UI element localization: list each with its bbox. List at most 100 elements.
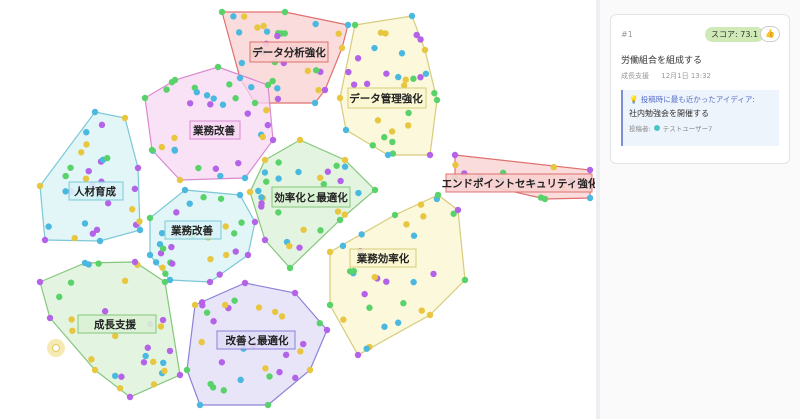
idea-dot[interactable] xyxy=(62,188,69,195)
idea-dot[interactable] xyxy=(160,359,167,367)
idea-dot[interactable] xyxy=(426,311,434,319)
idea-dot[interactable] xyxy=(62,172,69,180)
idea-dot[interactable] xyxy=(71,234,78,242)
idea-dot[interactable] xyxy=(98,121,106,129)
idea-dot[interactable] xyxy=(171,134,178,142)
idea-dot[interactable] xyxy=(417,201,425,208)
idea-dot[interactable] xyxy=(271,308,279,316)
idea-dot[interactable] xyxy=(121,114,129,122)
idea-dot[interactable] xyxy=(450,210,457,217)
idea-dot[interactable] xyxy=(83,128,90,136)
idea-dot[interactable] xyxy=(169,260,176,267)
idea-dot[interactable] xyxy=(377,29,385,36)
idea-dot[interactable] xyxy=(266,373,273,380)
idea-dot[interactable] xyxy=(56,293,63,301)
idea-dot[interactable] xyxy=(262,365,269,372)
idea-dot[interactable] xyxy=(586,166,594,174)
idea-dot[interactable] xyxy=(276,368,283,376)
cluster-region[interactable] xyxy=(39,111,141,242)
idea-dot[interactable] xyxy=(218,359,226,366)
idea-dot[interactable] xyxy=(346,268,354,275)
idea-dot[interactable] xyxy=(461,276,469,284)
idea-dot[interactable] xyxy=(222,251,230,259)
idea-dot[interactable] xyxy=(422,70,430,77)
idea-dot[interactable] xyxy=(67,164,74,171)
idea-dot[interactable] xyxy=(417,36,424,43)
idea-dot[interactable] xyxy=(326,301,334,309)
idea-dot[interactable] xyxy=(206,278,214,286)
idea-dot[interactable] xyxy=(235,159,242,167)
idea-dot[interactable] xyxy=(144,344,152,351)
idea-dot[interactable] xyxy=(104,200,112,207)
idea-dot[interactable] xyxy=(451,151,459,159)
idea-dot[interactable] xyxy=(158,229,166,237)
idea-dot[interactable] xyxy=(111,372,119,380)
idea-dot[interactable] xyxy=(358,231,365,238)
idea-dot[interactable] xyxy=(199,302,206,309)
like-button[interactable]: 👍 xyxy=(760,26,780,42)
idea-dot[interactable] xyxy=(207,255,214,263)
idea-dot[interactable] xyxy=(136,226,144,234)
idea-dot[interactable] xyxy=(244,251,252,259)
idea-dot[interactable] xyxy=(126,393,134,401)
idea-dot[interactable] xyxy=(68,316,75,323)
idea-dot[interactable] xyxy=(259,133,266,141)
idea-dot[interactable] xyxy=(163,86,170,93)
idea-dot[interactable] xyxy=(383,278,390,285)
idea-dot[interactable] xyxy=(452,161,459,169)
idea-dot[interactable] xyxy=(219,101,227,108)
idea-dot[interactable] xyxy=(152,259,160,266)
idea-dot[interactable] xyxy=(586,194,594,202)
idea-dot[interactable] xyxy=(351,21,359,29)
idea-dot[interactable] xyxy=(410,232,418,239)
idea-dot[interactable] xyxy=(274,85,281,92)
idea-dot[interactable] xyxy=(363,80,371,88)
idea-dot[interactable] xyxy=(282,351,290,359)
idea-dot[interactable] xyxy=(418,307,425,314)
idea-dot[interactable] xyxy=(261,156,269,164)
idea-dot[interactable] xyxy=(69,327,76,334)
idea-dot[interactable] xyxy=(389,150,397,157)
idea-dot[interactable] xyxy=(121,277,129,285)
idea-dot[interactable] xyxy=(89,230,97,237)
idea-dot[interactable] xyxy=(286,264,294,272)
idea-dot[interactable] xyxy=(296,244,303,251)
idea-dot[interactable] xyxy=(146,251,154,259)
idea-dot[interactable] xyxy=(334,208,342,215)
idea-dot[interactable] xyxy=(541,195,549,203)
idea-dot[interactable] xyxy=(136,218,143,225)
idea-dot[interactable] xyxy=(196,401,204,409)
idea-dot[interactable] xyxy=(354,351,362,359)
idea-dot[interactable] xyxy=(374,117,382,124)
idea-dot[interactable] xyxy=(131,185,139,193)
idea-dot[interactable] xyxy=(388,128,396,135)
idea-dot[interactable] xyxy=(336,216,344,224)
idea-dot[interactable] xyxy=(82,175,90,182)
idea-dot[interactable] xyxy=(255,304,263,311)
idea-dot[interactable] xyxy=(173,209,180,216)
idea-dot[interactable] xyxy=(408,12,416,20)
idea-dot[interactable] xyxy=(217,195,225,202)
idea-dot[interactable] xyxy=(355,189,362,197)
idea-dot[interactable] xyxy=(183,366,191,374)
idea-dot[interactable] xyxy=(203,92,211,99)
idea-dot[interactable] xyxy=(316,174,324,182)
idea-dot[interactable] xyxy=(413,31,420,39)
idea-dot[interactable] xyxy=(337,177,344,185)
idea-dot[interactable] xyxy=(238,219,245,226)
idea-dot[interactable] xyxy=(323,326,331,334)
idea-dot[interactable] xyxy=(304,67,311,75)
idea-dot[interactable] xyxy=(166,276,174,284)
idea-dot[interactable] xyxy=(46,314,54,322)
idea-dot[interactable] xyxy=(381,323,388,330)
idea-dot[interactable] xyxy=(275,159,282,166)
idea-dot[interactable] xyxy=(381,134,388,141)
idea-dot[interactable] xyxy=(344,21,352,29)
idea-dot[interactable] xyxy=(88,356,95,363)
idea-dot[interactable] xyxy=(236,191,244,199)
idea-dot[interactable] xyxy=(316,319,323,327)
idea-dot[interactable] xyxy=(410,278,417,286)
idea-dot[interactable] xyxy=(264,81,272,89)
idea-cluster-map[interactable]: データ分析強化データ管理強化業務改善人材育成効率化と最適化業務改善エンドポイント… xyxy=(7,0,595,419)
idea-dot[interactable] xyxy=(112,332,119,340)
